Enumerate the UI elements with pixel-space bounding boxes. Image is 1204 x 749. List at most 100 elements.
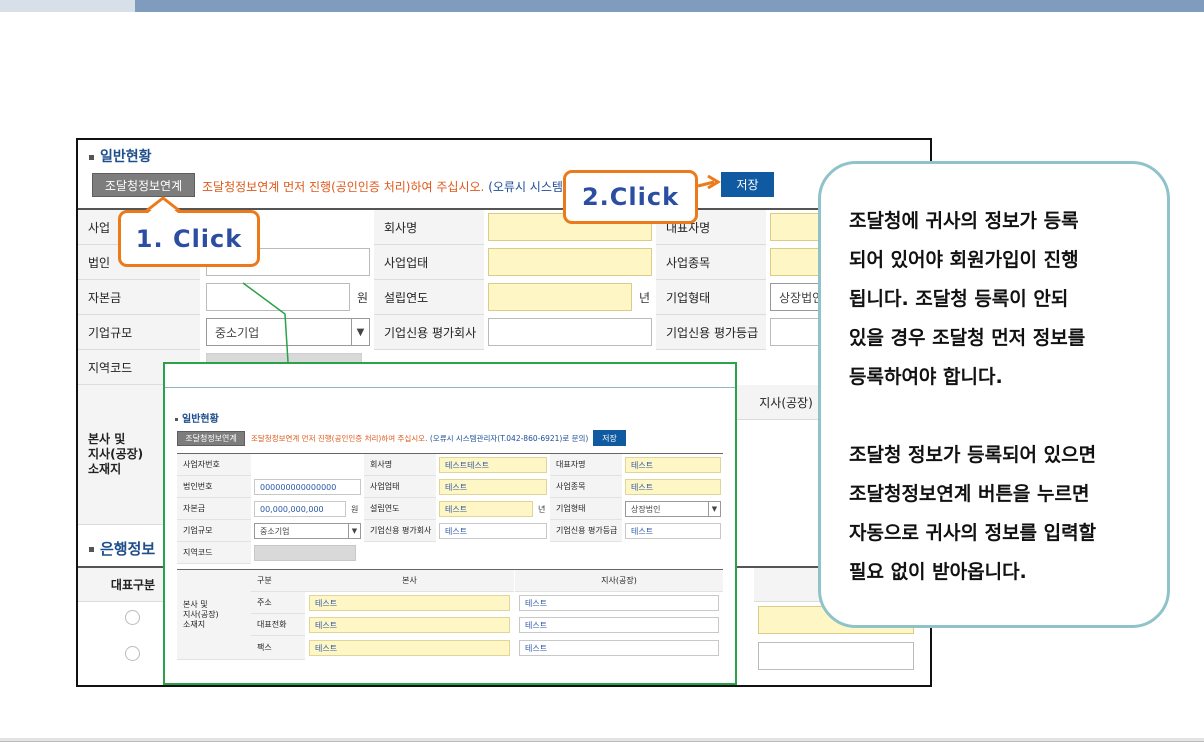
top-bar (0, 0, 1204, 12)
inner-col-type: 구분 (251, 570, 305, 592)
inner-label-region: 지역코드 (177, 542, 251, 564)
scale-select[interactable]: 중소기업 ▼ (206, 318, 370, 346)
inner-biz-item-input[interactable]: 테스트 (625, 479, 721, 495)
footer-line (0, 738, 1204, 741)
inner-label-credit-grade: 기업신용 평가등급 (550, 520, 622, 542)
section-title-text: 일반현황 (100, 149, 152, 165)
inner-notice-orange: 조달청정보연계 먼저 진행(공인인증 처리)하여 주십시오. (251, 434, 428, 443)
bubble-line: 됩니다. 조달청 등록이 안되 (849, 288, 1069, 310)
label-scale: 기업규모 (78, 315, 200, 350)
chevron-down-icon: ▼ (351, 319, 369, 345)
inner-scale-select[interactable]: 중소기업 ▼ (254, 523, 361, 539)
inner-capital-input[interactable]: 00,000,000,000 (254, 501, 346, 517)
inner-location-border (177, 569, 723, 570)
notice-orange: 조달청정보연계 먼저 진행(공인인증 처리)하여 주십시오. (202, 180, 485, 194)
bubble-line: 되어 있어야 회원가입이 진행 (849, 249, 1079, 271)
inner-label-credit-agency: 기업신용 평가회사 (364, 520, 436, 542)
bank-input-2[interactable] (758, 642, 914, 670)
inner-row-fax: 팩스 (251, 636, 305, 660)
bubble-line: 등록하여야 합니다. (849, 366, 1003, 388)
chevron-down-icon: ▼ (708, 502, 720, 516)
inner-founded-input[interactable]: 테스트 (439, 501, 533, 517)
inner-row-addr: 주소 (251, 592, 305, 614)
credit-agency-input[interactable] (488, 318, 652, 346)
bubble-spacer (849, 397, 1153, 436)
footer-line-dark (0, 741, 1204, 742)
notice-blue: (오류시 시스템관 (488, 180, 574, 194)
procurement-link-button[interactable]: 조달청정보연계 (92, 173, 195, 197)
inner-link-button[interactable]: 조달청정보연계 (177, 431, 245, 446)
bubble-line: 조달청 정보가 등록되어 있으면 (849, 444, 1097, 466)
inner-label-biz-item: 사업종목 (550, 476, 622, 498)
founded-input[interactable] (488, 283, 632, 311)
inner-hq-tel-input[interactable]: 테스트 (309, 617, 510, 633)
inner-branch-addr-input[interactable]: 테스트 (519, 595, 719, 611)
bubble-line: 필요 없이 받아옵니다. (849, 561, 1027, 583)
arrow-line (697, 180, 715, 188)
bank-rep-radio-2[interactable] (125, 646, 140, 661)
inner-credit-agency-input[interactable]: 테스트 (439, 523, 547, 539)
inner-region-input[interactable] (254, 545, 356, 561)
label-capital: 자본금 (78, 280, 200, 315)
bubble-line: 있을 경우 조달청 먼저 정보를 (849, 327, 1086, 349)
capital-input[interactable] (206, 283, 350, 311)
inner-notice: 조달청정보연계 먼저 진행(공인인증 처리)하여 주십시오. (오류시 시스템관… (251, 433, 588, 444)
bank-section-title: 은행정보 (89, 538, 155, 559)
year-unit: 년 (639, 291, 651, 305)
inner-won-unit: 원 (351, 505, 359, 514)
inner-branch-tel-input[interactable]: 테스트 (519, 617, 719, 633)
chevron-down-icon: ▼ (348, 524, 360, 538)
biz-type-input[interactable] (488, 248, 652, 276)
inner-section-title-text: 일반현황 (182, 414, 219, 425)
inner-company-input[interactable]: 테스트테스트 (439, 457, 547, 473)
callout-1-pointer-fill (148, 201, 178, 213)
inner-col-hq: 본사 (305, 570, 514, 592)
scale-select-value: 중소기업 (215, 325, 260, 340)
linked-form-screenshot: 일반현황 조달청정보연계 조달청정보연계 먼저 진행(공인인증 처리)하여 주십… (163, 362, 737, 685)
inner-form-select[interactable]: 상장법인▼ (625, 501, 721, 517)
inner-biz-type-input[interactable]: 테스트 (439, 479, 547, 495)
notice-text: 조달청정보연계 먼저 진행(공인인증 처리)하여 주십시오. (오류시 시스템관 (202, 178, 574, 195)
inner-hq-fax-input[interactable]: 테스트 (309, 640, 510, 656)
inner-corp-no-input[interactable]: 000000000000000 (254, 479, 361, 495)
inner-table-border (177, 453, 723, 454)
inner-label-founded: 설립연도 (364, 498, 436, 520)
inner-label-capital: 자본금 (177, 498, 251, 520)
inner-credit-grade-input[interactable]: 테스트 (625, 523, 721, 539)
bullet-icon (89, 547, 94, 552)
inner-branch-fax-input[interactable]: 테스트 (519, 640, 719, 656)
callout-step-1: 1. Click (118, 210, 260, 267)
inner-label-biz-type: 사업업태 (364, 476, 436, 498)
callout-step-2: 2.Click (563, 170, 698, 224)
inner-section-title: 일반현황 (175, 410, 219, 425)
table-top-border (78, 208, 930, 210)
save-button[interactable]: 저장 (721, 172, 774, 197)
inner-scale-value: 중소기업 (260, 526, 290, 536)
label-credit-agency: 기업신용 평가회사 (374, 315, 484, 350)
bank-title-text: 은행정보 (100, 540, 156, 558)
label-form: 기업형태 (656, 280, 766, 315)
bubble-line: 조달청정보연계 버튼을 누르면 (849, 483, 1090, 505)
bubble-line: 조달청에 귀사의 정보가 등록 (849, 210, 1079, 232)
bubble-line: 자동으로 귀사의 정보를 입력할 (849, 522, 1097, 544)
label-founded: 설립연도 (374, 280, 484, 315)
bank-rep-radio-1[interactable] (125, 610, 140, 625)
top-bar-accent (0, 0, 135, 12)
inner-hq-addr-input[interactable]: 테스트 (309, 595, 510, 611)
section-title: 일반현황 (89, 146, 152, 166)
inner-label-location: 본사 및 지사(공장) 소재지 (177, 570, 251, 660)
label-biz-item: 사업종목 (656, 245, 766, 280)
inner-ceo-input[interactable]: 테스트 (625, 457, 721, 473)
inner-label-company: 회사명 (364, 454, 436, 476)
inner-top-line (165, 387, 735, 388)
connector-line (242, 282, 289, 363)
label-company: 회사명 (374, 210, 484, 245)
label-credit-grade: 기업신용 평가등급 (656, 315, 766, 350)
inner-label-ceo: 대표자명 (550, 454, 622, 476)
won-unit: 원 (357, 291, 369, 305)
inner-save-button[interactable]: 저장 (593, 430, 626, 446)
inner-year-unit: 년 (538, 505, 546, 514)
inner-label-form: 기업형태 (550, 498, 622, 520)
